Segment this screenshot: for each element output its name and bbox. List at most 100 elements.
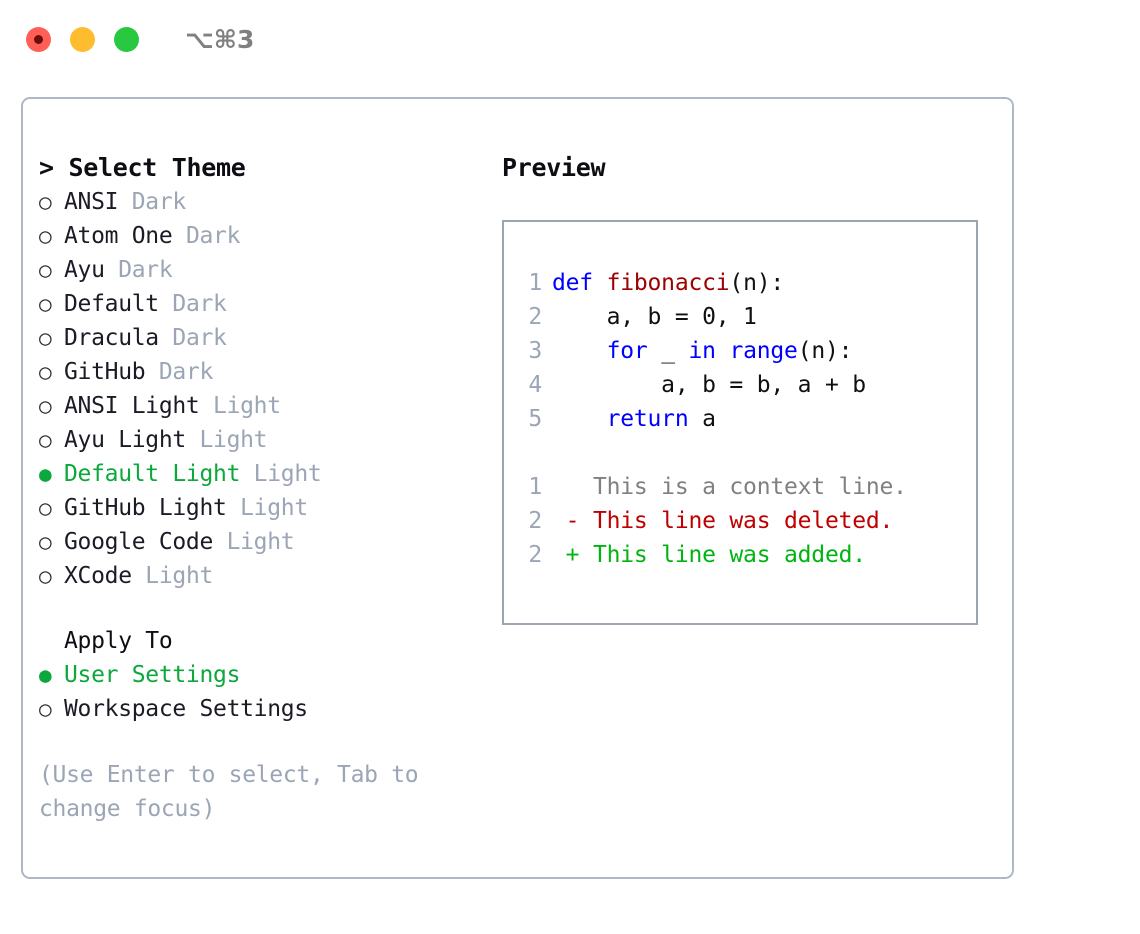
theme-option-ansi-light[interactable]: ○ ANSI Light Light: [39, 389, 489, 423]
close-button[interactable]: [26, 26, 51, 52]
theme-option-default-light[interactable]: ●Default Light Light: [39, 457, 489, 491]
radio-unselected-icon: ○: [39, 394, 52, 418]
theme-option-label: ANSI Light: [64, 393, 200, 419]
code-line: 4 a, b = b, a + b: [504, 368, 976, 402]
keyboard-hint-text: (Use Enter to select, Tab to change focu…: [39, 762, 419, 822]
theme-option-atom-one[interactable]: ○ Atom One Dark: [39, 219, 489, 253]
theme-option-label: XCode: [64, 563, 132, 589]
theme-option-ansi[interactable]: ○ ANSI Dark: [39, 185, 489, 219]
diff-line: 2 + This line was added.: [504, 538, 976, 572]
theme-option-label: Atom One: [64, 223, 173, 249]
theme-variant-tag: Light: [240, 461, 322, 487]
radio-unselected-icon: ○: [39, 292, 52, 316]
code-line: 1 def fibonacci(n):: [504, 266, 976, 300]
theme-option-label: Dracula: [64, 325, 159, 351]
token-plain: [552, 406, 607, 432]
line-number: 1: [528, 270, 542, 296]
token-kw: in: [688, 338, 716, 364]
apply-option-label: User Settings: [64, 662, 241, 688]
token-kw: def: [552, 270, 607, 296]
radio-unselected-icon: ○: [39, 190, 52, 214]
maximize-button[interactable]: [114, 26, 139, 52]
theme-variant-tag: Light: [131, 563, 214, 589]
theme-variant-tag: Dark: [158, 325, 227, 351]
code-line: 3 for _ in range(n):: [504, 334, 976, 368]
theme-variant-tag: Dark: [104, 257, 173, 283]
token-ctx: This is a context line.: [552, 474, 907, 500]
code-spacer: [504, 436, 976, 470]
theme-option-label: Default Light: [64, 461, 241, 487]
theme-option-xcode[interactable]: ○ XCode Light: [39, 559, 489, 593]
token-plain: [716, 338, 730, 364]
line-number: 2: [528, 542, 542, 568]
apply-to-section: Apply To ●User Settings○Workspace Settin…: [39, 624, 489, 726]
theme-option-ayu[interactable]: ○ Ayu Dark: [39, 253, 489, 287]
apply-option-user-settings[interactable]: ● User Settings: [39, 658, 489, 692]
line-number: 4: [528, 372, 542, 398]
code-text: + This line was added.: [552, 538, 866, 572]
token-kw: for: [606, 338, 648, 364]
line-number: 3: [528, 338, 542, 364]
theme-option-label: Default: [64, 291, 159, 317]
radio-unselected-icon: ○: [39, 496, 52, 520]
theme-variant-tag: Light: [199, 393, 281, 419]
token-add: + This line was added.: [552, 542, 866, 568]
diff-line: 2 - This line was deleted.: [504, 504, 976, 538]
token-plain: a: [688, 406, 716, 432]
theme-option-label: GitHub: [64, 359, 146, 385]
token-kw: return: [606, 406, 689, 432]
record-indicator-icon: [34, 34, 43, 44]
theme-option-default[interactable]: ○ Default Dark: [39, 287, 489, 321]
window-controls: [26, 26, 139, 52]
select-theme-header: > Select Theme: [39, 153, 246, 182]
token-fn: fibonacci: [606, 270, 730, 296]
token-plain: (n):: [729, 270, 785, 296]
theme-variant-tag: Dark: [172, 223, 241, 249]
theme-option-label: ANSI: [64, 189, 119, 215]
token-plain: a, b = b, a + b: [552, 372, 866, 398]
theme-variant-tag: Dark: [158, 291, 227, 317]
line-number: 2: [528, 304, 542, 330]
theme-option-github-light[interactable]: ○GitHub Light Light: [39, 491, 489, 525]
radio-unselected-icon: ○: [39, 258, 52, 282]
apply-option-workspace-settings[interactable]: ○Workspace Settings: [39, 692, 489, 726]
radio-unselected-icon: ○: [39, 530, 52, 554]
code-text: for _ in range(n):: [552, 334, 853, 368]
code-text: return a: [552, 402, 716, 436]
line-number: 1: [528, 474, 542, 500]
diff-sample: 1 This is a context line. 2 - This line w…: [504, 470, 976, 572]
main-panel: > Select Theme ○ANSI Dark○Atom One Dark○…: [21, 97, 1014, 879]
theme-option-dracula[interactable]: ○Dracula Dark: [39, 321, 489, 355]
theme-option-label: Google Code: [64, 529, 214, 555]
code-text: a, b = b, a + b: [552, 368, 866, 402]
theme-option-list: ○ ANSI Dark ○ Atom One Dark ○ Ayu Dark ○ Defaul…: [39, 185, 489, 593]
code-line: 2 a, b = 0, 1: [504, 300, 976, 334]
title-bar: ⌥⌘3: [0, 0, 1140, 78]
token-plain: (n):: [797, 338, 853, 364]
code-text: - This line was deleted.: [552, 504, 894, 538]
theme-option-label: Ayu Light: [64, 427, 186, 453]
token-kw: range: [729, 338, 798, 364]
token-plain: _: [647, 338, 689, 364]
radio-unselected-icon: ○: [39, 697, 52, 721]
theme-variant-tag: Light: [226, 495, 308, 521]
theme-option-label: Ayu: [64, 257, 105, 283]
theme-variant-tag: Dark: [118, 189, 187, 215]
minimize-button[interactable]: [70, 26, 95, 52]
theme-variant-tag: Light: [185, 427, 268, 453]
code-line: 5 return a: [504, 402, 976, 436]
radio-unselected-icon: ○: [39, 564, 52, 588]
code-text: def fibonacci(n):: [552, 266, 784, 300]
radio-unselected-icon: ○: [39, 428, 52, 452]
theme-option-google-code[interactable]: ○Google Code Light: [39, 525, 489, 559]
code-text: This is a context line.: [552, 470, 907, 504]
radio-unselected-icon: ○: [39, 360, 52, 384]
radio-unselected-icon: ○: [39, 224, 52, 248]
theme-option-github[interactable]: ○GitHub Dark: [39, 355, 489, 389]
theme-option-ayu-light[interactable]: ○ Ayu Light Light: [39, 423, 489, 457]
radio-selected-icon: ●: [39, 663, 52, 687]
